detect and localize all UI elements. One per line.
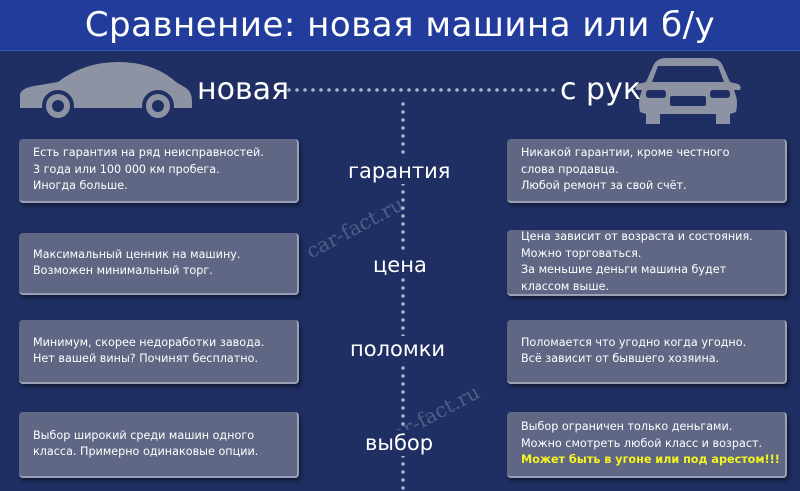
info-line: Есть гарантия на ряд неисправностей. [33, 146, 264, 160]
info-line: Максимальный ценник на машину. [33, 247, 241, 261]
info-line: Поломается что угодно когда угодно. [521, 335, 747, 349]
car-front-icon [635, 58, 741, 124]
new-car-info-box: Есть гарантия на ряд неисправностей. 3 г… [19, 139, 299, 203]
info-line: Любой ремонт за свой счёт. [521, 179, 687, 193]
info-line: Возможен минимальный торг. [33, 264, 213, 277]
info-line: Никакой гарантии, кроме честного [521, 146, 730, 160]
page-title: Сравнение: новая машина или б/у [84, 5, 716, 45]
sedan-car-icon [20, 62, 192, 122]
category-label-breakdowns: поломки [346, 336, 450, 362]
info-line: классом выше. [521, 279, 610, 293]
info-line: За меньшие деньги машина будет [521, 263, 727, 276]
info-line: Нет вашей вины? Починят бесплатно. [33, 352, 259, 365]
new-car-info-box: Выбор широкий среди машин одного класса.… [19, 412, 299, 478]
used-car-info-box: Выбор ограничен только деньгами. Можно с… [507, 412, 787, 478]
info-line: Выбор широкий среди машин одного [33, 428, 255, 442]
category-label-price: цена [369, 252, 431, 278]
new-car-info-box: Минимум, скорее недоработки завода. Нет … [19, 320, 299, 384]
info-line: Минимум, скорее недоработки завода. [33, 335, 265, 349]
warning-line: Может быть в угоне или под арестом!!! [521, 453, 780, 467]
info-line: Всё зависит от бывшего хозяина. [521, 352, 720, 365]
info-line: Цена зависит от возраста и состояния. [521, 230, 753, 243]
column-label-used: с рук [560, 72, 641, 107]
info-line: Можно торговаться. [521, 246, 642, 260]
info-line: Иногда больше. [33, 179, 128, 193]
info-line: слова продавца. [521, 162, 619, 176]
column-label-new: новая [197, 72, 290, 107]
header-bar: Сравнение: новая машина или б/у [0, 0, 800, 51]
category-label-warranty: гарантия [344, 158, 455, 184]
info-line: Можно смотреть любой класс и возраст. [521, 436, 763, 450]
dotted-connector-horizontal [285, 88, 555, 92]
dotted-connector-vertical [401, 100, 405, 491]
info-line: 3 года или 100 000 км пробега. [33, 162, 220, 176]
category-label-choice: выбор [361, 430, 438, 456]
used-car-info-box: Поломается что угодно когда угодно. Всё … [507, 320, 787, 384]
info-line: класса. Примерно одинаковые опции. [33, 445, 259, 458]
used-car-info-box: Цена зависит от возраста и состояния. Мо… [507, 230, 787, 296]
new-car-info-box: Максимальный ценник на машину. Возможен … [19, 233, 299, 295]
used-car-info-box: Никакой гарантии, кроме честного слова п… [507, 139, 787, 203]
info-line: Выбор ограничен только деньгами. [521, 420, 733, 434]
